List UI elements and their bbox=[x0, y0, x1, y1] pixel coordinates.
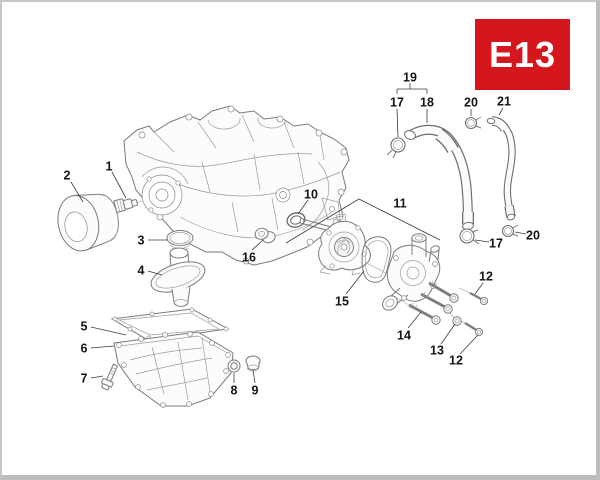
leader-line bbox=[407, 311, 422, 329]
leader-line bbox=[297, 199, 309, 215]
callout-2: 2 bbox=[64, 169, 71, 183]
callout-10: 10 bbox=[304, 188, 318, 202]
plate-badge: E13 bbox=[475, 19, 570, 90]
sump-gasket-drawing bbox=[110, 307, 230, 341]
callout-1: 1 bbox=[106, 160, 113, 174]
callout-8: 8 bbox=[231, 384, 238, 398]
leader-line bbox=[147, 270, 163, 276]
screw-long-drawing bbox=[408, 280, 459, 325]
oil-sump-drawing bbox=[113, 331, 234, 408]
leader-line bbox=[285, 198, 360, 244]
leader-line bbox=[70, 181, 84, 203]
callout-19: 19 bbox=[403, 71, 417, 85]
callout-17: 17 bbox=[390, 96, 404, 110]
callout-5: 5 bbox=[81, 320, 88, 334]
hose-large-drawing bbox=[404, 124, 474, 231]
sump-bolt-drawing bbox=[101, 363, 119, 391]
callout-13: 13 bbox=[430, 344, 444, 358]
callout-18: 18 bbox=[420, 96, 434, 110]
callout-20: 20 bbox=[526, 229, 540, 243]
leader-line bbox=[498, 107, 504, 116]
oil-strainer-drawing bbox=[150, 247, 206, 307]
washer-drawing bbox=[227, 359, 241, 373]
leader-line bbox=[474, 239, 490, 243]
leader-line bbox=[90, 326, 127, 336]
screw-short-drawing bbox=[464, 291, 489, 337]
callout-9: 9 bbox=[252, 384, 259, 398]
drain-plug-drawing bbox=[245, 355, 261, 372]
callout-17: 17 bbox=[489, 237, 503, 251]
leader-line bbox=[90, 375, 104, 379]
oil-filter-drawing bbox=[57, 193, 119, 252]
callout-11: 11 bbox=[393, 197, 406, 211]
callout-6: 6 bbox=[81, 342, 88, 356]
callout-20: 20 bbox=[464, 96, 478, 110]
callout-12: 12 bbox=[449, 354, 463, 368]
leader-line bbox=[358, 198, 441, 241]
callout-16: 16 bbox=[242, 251, 256, 265]
leader-line bbox=[459, 334, 479, 355]
leader-line bbox=[252, 369, 256, 384]
callout-7: 7 bbox=[81, 372, 88, 386]
washer-small-drawing bbox=[452, 316, 462, 326]
plug-drawing bbox=[166, 230, 194, 251]
water-pump-drawing bbox=[318, 213, 441, 311]
callout-21: 21 bbox=[497, 95, 511, 109]
leader-line bbox=[440, 323, 456, 345]
callout-4: 4 bbox=[138, 264, 145, 278]
hose-small-drawing bbox=[486, 116, 516, 221]
callout-12: 12 bbox=[479, 270, 493, 284]
callout-14: 14 bbox=[397, 329, 411, 343]
callout-3: 3 bbox=[138, 234, 145, 248]
callout-15: 15 bbox=[335, 295, 349, 309]
leader-line bbox=[514, 231, 527, 235]
leader-line bbox=[345, 270, 365, 295]
crankcase-drawing bbox=[123, 105, 350, 266]
clamp-drawing bbox=[386, 116, 519, 245]
leader-line bbox=[474, 282, 484, 295]
leader-line bbox=[90, 345, 115, 349]
union-fitting-drawing bbox=[113, 198, 138, 213]
bushing-drawing bbox=[254, 227, 276, 244]
leader-line bbox=[396, 108, 399, 138]
leader-line bbox=[251, 239, 264, 251]
plate-code: E13 bbox=[488, 33, 557, 75]
leader-line bbox=[111, 171, 127, 199]
pump-gasket-drawing bbox=[361, 236, 392, 283]
